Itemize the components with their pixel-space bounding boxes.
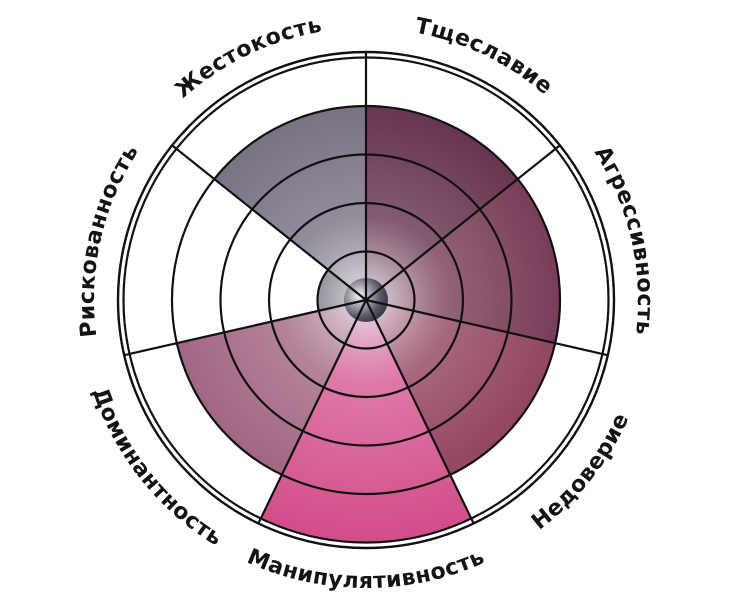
category-label: Тщеславие (413, 14, 557, 100)
spoke-7 (171, 144, 367, 301)
spoke-4 (365, 299, 475, 524)
category-label: Манипулятивность (244, 544, 489, 594)
spoke-2 (365, 144, 561, 301)
sector-7 (214, 106, 366, 300)
spoke-5 (257, 299, 367, 524)
spoke-3 (365, 298, 609, 357)
grid-layer (116, 50, 616, 550)
sector-4 (260, 300, 472, 543)
spoke-6 (123, 298, 367, 357)
sector-1 (366, 106, 518, 300)
category-label: Рискованность (75, 140, 144, 338)
sectors-layer (176, 106, 560, 543)
category-label: Агрессивность (589, 142, 657, 337)
